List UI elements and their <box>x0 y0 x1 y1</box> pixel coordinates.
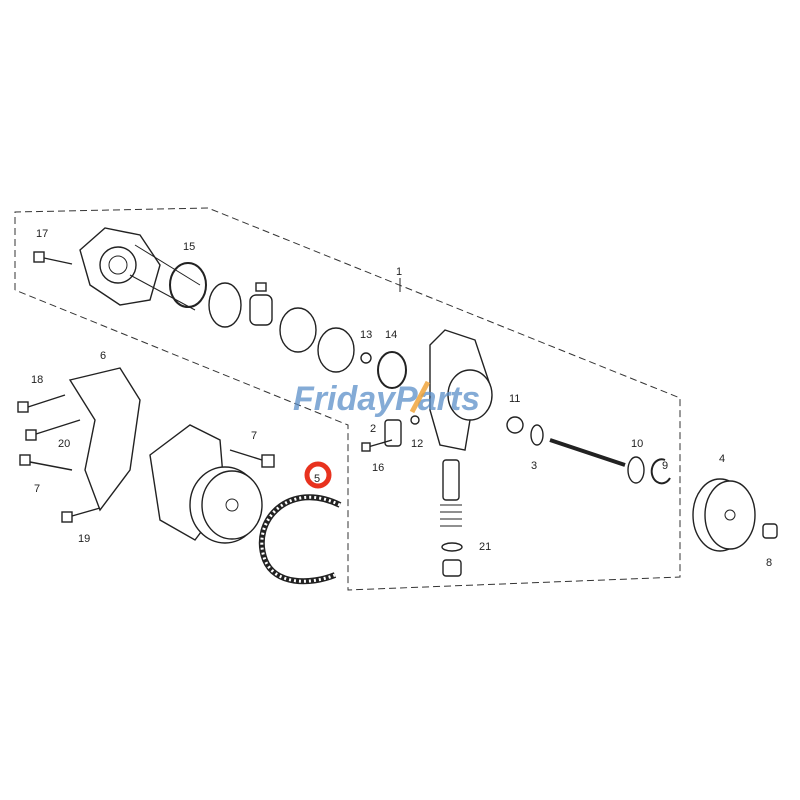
pump-cover <box>79 227 201 311</box>
bearing-10 <box>627 456 645 484</box>
callout-6: 6 <box>100 350 106 362</box>
seal-3 <box>530 424 544 446</box>
side-plate <box>279 307 317 353</box>
snap-ring-9 <box>650 458 671 485</box>
callout-14: 14 <box>385 329 397 341</box>
callout-2: 2 <box>370 423 376 435</box>
pump-body <box>429 329 493 451</box>
pump-assembly <box>149 424 263 544</box>
cam-ring <box>208 282 242 328</box>
o-ring-14 <box>377 351 407 389</box>
callout-17: 17 <box>36 228 48 240</box>
watermark-logo: FridayParts <box>293 380 480 418</box>
callout-20: 20 <box>58 438 70 450</box>
bolt-18 <box>17 394 66 413</box>
callout-12: 12 <box>411 438 423 450</box>
callout-4: 4 <box>719 453 725 465</box>
o-ring-15 <box>169 262 207 308</box>
bolt-20 <box>25 419 81 441</box>
callout-15: 15 <box>183 241 195 253</box>
inlet-joint-2 <box>384 419 402 447</box>
watermark-slash <box>409 380 431 414</box>
pulley-4 <box>692 478 756 552</box>
callout-10: 10 <box>631 438 643 450</box>
bolt-7-right <box>229 449 275 468</box>
callout-11: 11 <box>509 393 520 405</box>
callout-7-left: 7 <box>34 483 40 495</box>
cap-12 <box>410 415 420 425</box>
callout-8: 8 <box>766 557 772 569</box>
bolt-17 <box>33 251 73 265</box>
seal-13 <box>360 352 372 364</box>
callout-19: 19 <box>78 533 90 545</box>
callout-16: 16 <box>372 462 384 474</box>
valve-assembly <box>440 459 463 577</box>
callout-18: 18 <box>31 374 43 386</box>
bearing-11 <box>506 416 524 434</box>
highlight-ring <box>304 461 332 489</box>
callout-13: 13 <box>360 329 372 341</box>
callout-21: 21 <box>479 541 491 553</box>
rotor <box>249 282 273 326</box>
bolt-7-left <box>19 454 73 471</box>
bolt-19 <box>61 507 101 523</box>
v-belt-5 <box>258 494 342 585</box>
callout-1: 1 <box>396 266 402 278</box>
callout-5: 5 <box>314 473 320 485</box>
bolt-16 <box>361 439 393 452</box>
nut-8 <box>762 523 778 539</box>
callout-3: 3 <box>531 460 537 472</box>
pressure-plate <box>317 327 355 373</box>
assembly-boundary <box>14 207 681 591</box>
bracket-6 <box>68 367 141 512</box>
shaft <box>549 438 626 467</box>
callout-7-right: 7 <box>251 430 257 442</box>
callout-9: 9 <box>662 460 668 472</box>
